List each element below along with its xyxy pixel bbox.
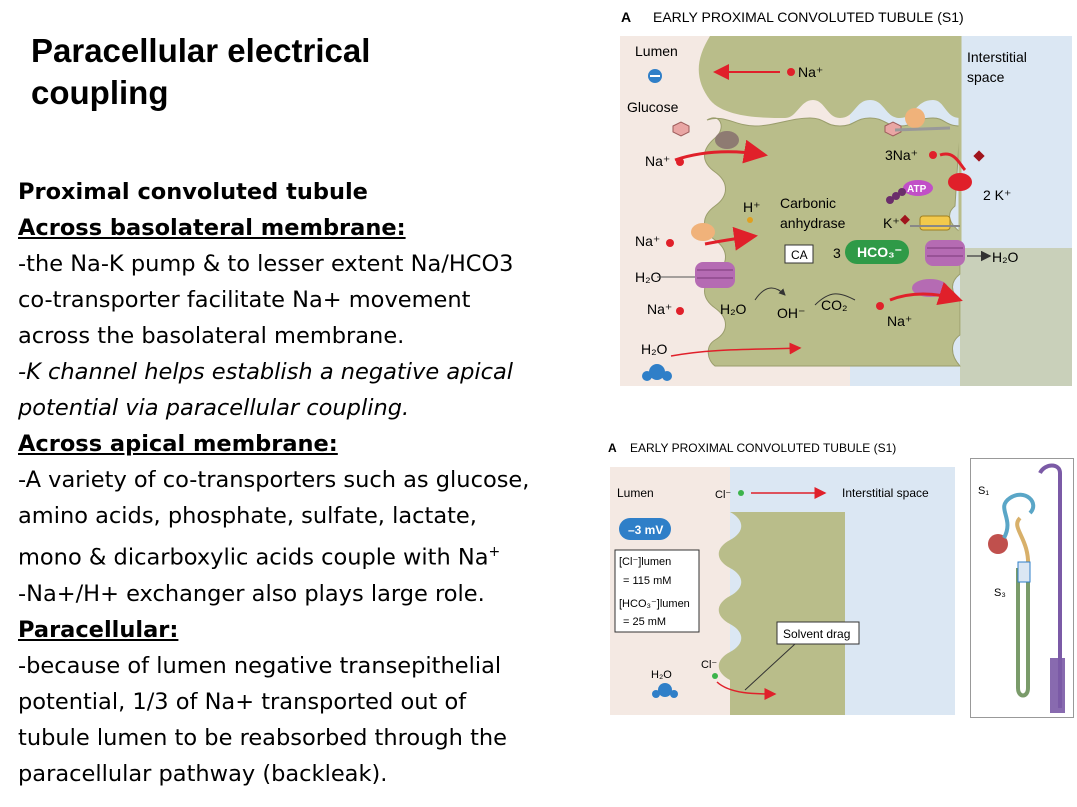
hco3-label: HCO₃⁻: [857, 244, 902, 260]
h2o-right-label: H₂O: [992, 249, 1019, 265]
tubule-cell: [704, 117, 962, 367]
na-left-label: Na⁺: [647, 301, 672, 317]
heading-paracellular: Paracellular:: [18, 616, 179, 643]
ca-box: [784, 244, 814, 264]
body-line: -because of lumen negative transepitheli…: [18, 652, 502, 679]
atp-icon: [903, 180, 933, 196]
atp-label: ATP: [907, 184, 927, 195]
cl-conc-value: = 115 mM: [623, 575, 671, 587]
figure-heading: EARLY PROXIMAL CONVOLUTED TUBULE (S1): [653, 9, 964, 25]
glucose-label: Glucose: [627, 99, 679, 115]
slide-title-line-2: coupling: [31, 74, 169, 111]
interstitial-label-2: space: [967, 69, 1005, 85]
voltage-label: –3 mV: [628, 523, 663, 537]
two-k-label: 2 K⁺: [983, 187, 1011, 203]
heading-proximal-tubule: Proximal convoluted tubule: [18, 179, 368, 205]
s3-label: S₃: [994, 587, 1006, 599]
body-line: potential, 1/3 of Na+ transported out of: [18, 688, 467, 715]
solvent-drag-arrow: [716, 681, 777, 700]
cl-lower-label: Cl⁻: [701, 659, 717, 671]
panel-letter: A: [621, 9, 631, 25]
na-label-top: Na⁺: [798, 64, 823, 80]
h2o-left-label: H₂O: [635, 269, 662, 285]
lumen-voltage-diagram: A EARLY PROXIMAL CONVOLUTED TUBULE (S1) …: [608, 441, 955, 715]
na-baso-label: Na⁺: [887, 313, 912, 329]
figure-heading-2: EARLY PROXIMAL CONVOLUTED TUBULE (S1): [630, 441, 896, 455]
k-plus-label: K⁺: [883, 215, 900, 231]
na-glucose-label: Na⁺: [645, 153, 670, 169]
aquaporin-icon: [695, 262, 735, 288]
heading-basolateral: Across basolateral membrane:: [18, 215, 406, 241]
hco3-badge: [845, 240, 909, 264]
lumen-label-2: Lumen: [617, 486, 654, 500]
solvent-drag-label: Solvent drag: [783, 627, 850, 641]
panel-letter-2: A: [608, 441, 617, 455]
water-molecule-icon-2: [652, 683, 678, 698]
hco3-conc-label: [HCO₃⁻]lumen: [619, 598, 690, 610]
concentration-box: [614, 549, 700, 633]
body-line: tubule lumen to be reabsorbed through th…: [18, 724, 508, 751]
body-line: -the Na-K pump & to lesser extent Na/HCO…: [18, 251, 514, 277]
h2o-mid-label: H₂O: [720, 301, 747, 317]
cl-conc-label: [Cl⁻]lumen: [619, 556, 671, 568]
solvent-drag-box: [776, 621, 860, 645]
body-line: -A variety of co-transporters such as gl…: [18, 467, 530, 493]
pct-transport-diagram: A EARLY PROXIMAL CONVOLUTED TUBULE (S1) …: [620, 9, 1072, 386]
co2-label: CO₂: [821, 297, 847, 313]
heading-apical: Across apical membrane:: [18, 431, 338, 457]
na-h-exchanger-icon: [691, 223, 715, 241]
na-exchanger-label: Na⁺: [635, 233, 660, 249]
glut-transporter-icon: [905, 108, 925, 128]
k-channel-icon: [919, 215, 951, 231]
sglt-cotransporter-icon: [715, 131, 739, 149]
interstitial-label: Interstitial: [967, 49, 1027, 65]
cl-label: Cl⁻: [715, 489, 731, 501]
slide-title: Paracellular electrical coupling: [31, 30, 451, 114]
nbc-cotransporter-icon: [925, 240, 965, 266]
body-line-with-superscript: mono & dicarboxylic acids couple with Na…: [18, 534, 598, 576]
glucose-icon: [672, 121, 690, 137]
ca-label: CA: [791, 248, 808, 262]
slide-body: Proximal convoluted tubule Across basola…: [18, 174, 598, 792]
voltage-badge: [619, 518, 671, 540]
upper-cell: [698, 36, 960, 118]
hco3-conc-value: = 25 mM: [623, 616, 666, 628]
water-molecule-icon: [642, 364, 672, 381]
na-dot-icon: [787, 68, 795, 76]
slide-title-line-1: Paracellular electrical: [31, 32, 371, 69]
body-line-text: mono & dicarboxylic acids couple with Na: [18, 544, 489, 571]
body-line-italic: potential via paracellular coupling.: [18, 395, 410, 421]
s1-label: S₁: [978, 485, 989, 497]
superscript-plus: +: [488, 544, 501, 560]
anhydrase-label: anhydrase: [780, 215, 846, 231]
oh-label: OH⁻: [777, 305, 805, 321]
interstitial-label-bottom: Interstitial space: [842, 486, 929, 500]
body-line: co-transporter facilitate Na+ movement: [18, 287, 471, 313]
paracellular-water-arrow: [670, 342, 802, 357]
body-line: across the basolateral membrane.: [18, 323, 405, 349]
body-line: -Na+/H+ exchanger also plays large role.: [18, 580, 485, 607]
na-k-atpase-icon: [948, 173, 972, 191]
body-line-italic: -K channel helps establish a negative ap…: [18, 359, 514, 385]
carbonic-label: Carbonic: [780, 195, 836, 211]
three-label: 3: [833, 245, 841, 261]
h-plus-label: H⁺: [743, 199, 761, 215]
nephron-diagram: S₁ S₃: [970, 458, 1074, 718]
h2o-bottom-label: H₂O: [641, 341, 668, 357]
body-line: amino acids, phosphate, sulfate, lactate…: [18, 503, 477, 529]
body-line: paracellular pathway (backleak).: [18, 760, 388, 787]
lumen-label: Lumen: [635, 43, 678, 59]
h2o-label-bottom: H₂O: [651, 669, 672, 681]
cell-section: [718, 512, 845, 715]
glomerulus-icon: [988, 534, 1008, 554]
three-na-label: 3Na⁺: [885, 147, 918, 163]
